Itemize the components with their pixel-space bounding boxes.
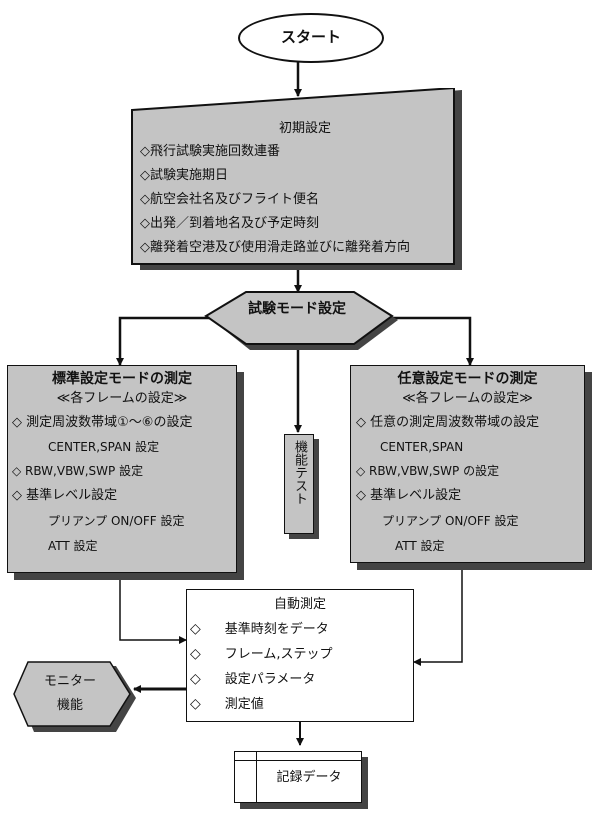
start-terminal: スタート [238, 13, 384, 63]
arbitrary-mode-subtitle: ≪各フレームの設定≫ [402, 391, 533, 406]
standard-mode-line: CENTER,SPAN 設定 [48, 440, 160, 454]
initial-settings-title: 初期設定 [278, 121, 331, 136]
diamond-bullet-icon: ◇ [190, 671, 201, 687]
arbitrary-mode-line: ATT 設定 [395, 539, 445, 553]
arbitrary-mode-line: プリアンプ ON/OFF 設定 [382, 514, 519, 528]
standard-mode-line: ◇ RBW,VBW,SWP 設定 [12, 464, 144, 478]
monitor-function-line2: 機能 [56, 698, 83, 713]
arbitrary-mode-line: ◇ 任意の測定周波数帯域の設定 [356, 415, 540, 430]
test-mode-label: 試験モード設定 [248, 301, 346, 317]
diamond-bullet-icon: ◇ [190, 621, 201, 637]
standard-mode-box [7, 365, 237, 573]
arrow-standard-to-auto [119, 578, 187, 644]
auto-measurement-title: 自動測定 [273, 597, 326, 612]
auto-measurement-item: ◇基準時刻をデータ [190, 621, 329, 637]
monitor-function-shape [13, 661, 136, 732]
auto-measurement-item: ◇測定値 [190, 696, 264, 712]
record-data-box [234, 751, 362, 803]
arbitrary-mode-line: CENTER,SPAN [380, 440, 464, 454]
arbitrary-mode-title: 任意設定モードの測定 [397, 371, 538, 387]
function-test-label: 機能テスト [292, 440, 307, 505]
initial-settings-item: ◇離発着空港及び使用滑走路並びに離発着方向 [140, 240, 410, 255]
standard-mode-title: 標準設定モードの測定 [52, 371, 192, 387]
initial-settings-item: ◇飛行試験実施回数連番 [140, 144, 280, 159]
auto-measurement-item: ◇設定パラメータ [190, 671, 316, 687]
standard-mode-subtitle: ≪各フレームの設定≫ [56, 391, 188, 406]
initial-settings-item: ◇試験実施期日 [140, 168, 228, 183]
standard-mode-line: ◇ 測定周波数帯域①～⑥の設定 [12, 415, 193, 430]
initial-settings-item: ◇出発／到着地名及び予定時刻 [140, 216, 319, 231]
diamond-bullet-icon: ◇ [190, 646, 201, 662]
arbitrary-mode-line: ◇ RBW,VBW,SWP の設定 [356, 464, 500, 478]
initial-settings-shape [131, 88, 462, 270]
diamond-bullet-icon: ◇ [190, 696, 201, 712]
standard-mode-line: プリアンプ ON/OFF 設定 [48, 514, 185, 528]
auto-measurement-item: ◇フレーム,ステップ [190, 646, 333, 662]
function-test-box [284, 434, 314, 534]
arrow-mode-to-standard [116, 316, 210, 366]
arrow-mode-to-arbitrary [386, 316, 474, 366]
standard-mode-line: ATT 設定 [48, 539, 98, 553]
record-data-label: 記録データ [276, 770, 342, 785]
arbitrary-mode-box [350, 365, 585, 563]
test-mode-decision-shape [204, 291, 398, 350]
monitor-function-line1: モニター [43, 674, 96, 689]
initial-settings-item: ◇航空会社名及びフライト便名 [140, 192, 319, 207]
record-data-top-bar [234, 760, 362, 761]
standard-mode-line: ◇ 基準レベル設定 [12, 488, 118, 503]
arrow-arbitrary-to-auto [413, 568, 463, 666]
record-data-left-bar [256, 751, 257, 803]
arbitrary-mode-line: ◇ 基準レベル設定 [356, 488, 462, 503]
start-label: スタート [280, 28, 341, 46]
auto-measurement-box [186, 589, 414, 722]
